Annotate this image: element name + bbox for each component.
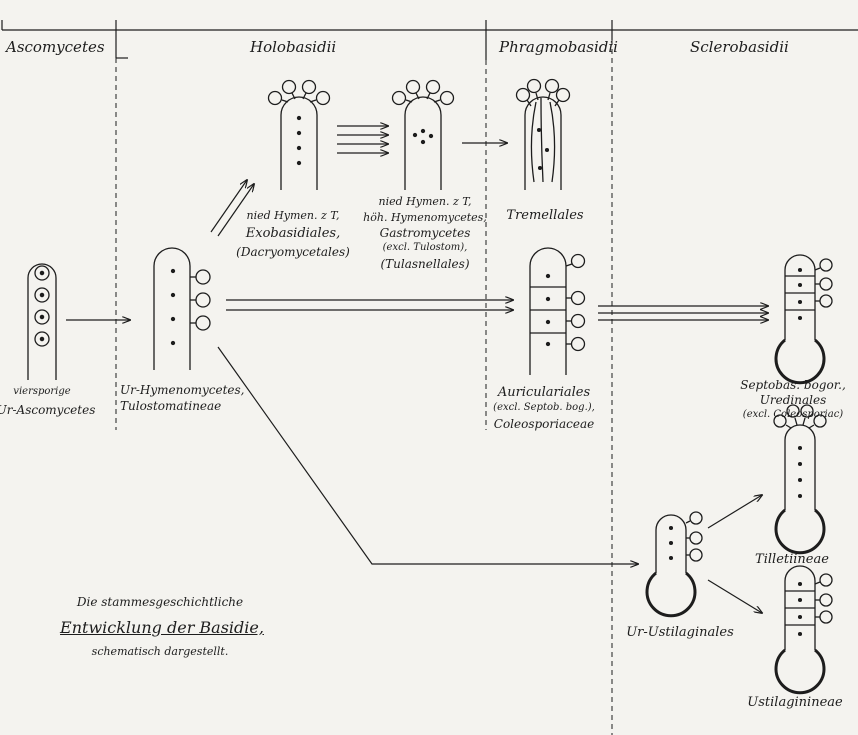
label-nied-hymen-2: nied Hymen. z T, bbox=[378, 195, 472, 208]
label-ur-ascomycetes: Ur-Ascomycetes bbox=[0, 403, 96, 417]
basidium-exobasidiales bbox=[267, 79, 331, 190]
label-nied-hymen-1: nied Hymen. z T, bbox=[246, 209, 340, 222]
label-ur-ustilaginales: Ur-Ustilaginales bbox=[626, 625, 734, 640]
header-ascomycetes: Ascomycetes bbox=[6, 38, 105, 56]
basidium-auriculariales bbox=[529, 247, 586, 375]
label-ustilaginineae: Ustilaginineae bbox=[747, 695, 843, 710]
header-phragmobasidii: Phragmobasidii bbox=[499, 38, 618, 56]
label-excl-septob: (excl. Septob. bog.), bbox=[493, 402, 595, 413]
label-septobas-bogor: Septobas. bogor., bbox=[740, 378, 846, 392]
label-viersporige: viersporige bbox=[13, 386, 71, 397]
header-sclerobasidii: Sclerobasidii bbox=[690, 38, 789, 56]
basidium-hoehere-hymenomycetes bbox=[391, 79, 455, 190]
basidium-uredinales bbox=[774, 254, 833, 385]
basidium-ur-ustilaginales bbox=[645, 511, 703, 618]
label-excl-tulostom: (excl. Tulostom), bbox=[382, 242, 468, 253]
evolution-arrows bbox=[66, 126, 768, 613]
label-uredinales: Uredinales bbox=[759, 393, 827, 407]
header-holobasidii: Holobasidii bbox=[250, 38, 337, 56]
label-gastromycetes: Gastromycetes bbox=[379, 226, 471, 240]
basidium-ustilaginineae bbox=[774, 565, 833, 695]
basidium-ur-hymenomycetes bbox=[153, 247, 211, 370]
basidium-tilletiineae bbox=[773, 404, 827, 555]
ascus-ur-ascomycetes bbox=[27, 263, 57, 380]
basidium-tremellales bbox=[515, 78, 571, 190]
label-tremellales: Tremellales bbox=[506, 208, 584, 223]
label-ur-hymenomycetes: Ur-Hymenomycetes, bbox=[120, 383, 245, 397]
label-coleosporiaceae: Coleosporiaceae bbox=[493, 417, 595, 431]
label-tulasnellales: (Tulasnellales) bbox=[380, 257, 470, 271]
caption-title: Entwicklung der Basidie, bbox=[60, 618, 264, 637]
label-excl-coleosporiac: (excl. Coleosporiac) bbox=[742, 409, 844, 420]
caption-line-1: Die stammesgeschichtliche bbox=[76, 595, 244, 609]
label-tilletiineae: Tilletiineae bbox=[755, 552, 829, 567]
label-tulostomatineae: Tulostomatineae bbox=[120, 399, 222, 413]
header-brackets bbox=[1, 20, 858, 60]
label-auriculariales: Auriculariales bbox=[497, 385, 591, 400]
column-separators bbox=[115, 40, 613, 735]
label-dacryomycetales: (Dacryomycetales) bbox=[236, 245, 350, 259]
label-exobasidiales: Exobasidiales, bbox=[245, 226, 341, 241]
label-hoeh-hymenomycetes: höh. Hymenomycetes, bbox=[363, 211, 487, 224]
caption-line-3: schematisch dargestellt. bbox=[91, 645, 229, 658]
